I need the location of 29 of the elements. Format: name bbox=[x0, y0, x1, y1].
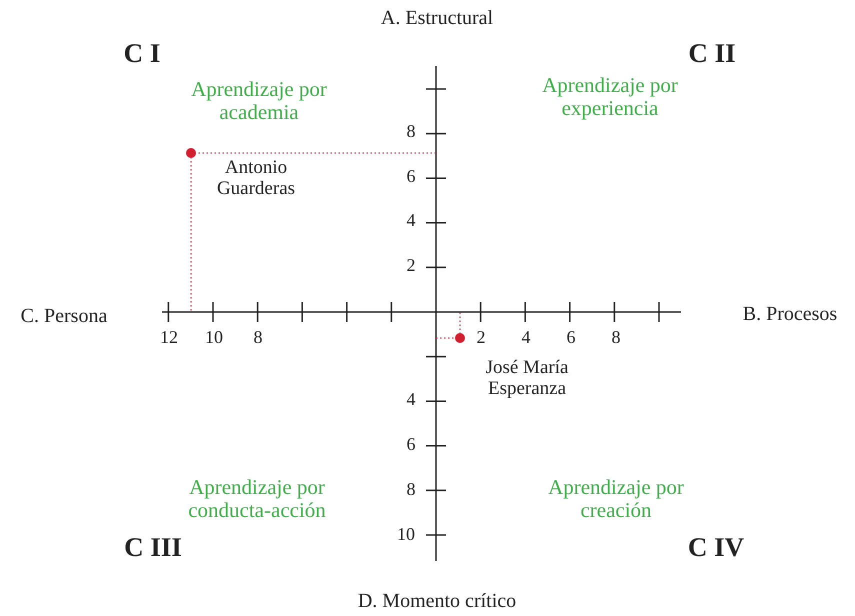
quadrant-label: C III bbox=[124, 533, 182, 563]
tick-label: 2 bbox=[406, 256, 416, 276]
quadrant-description: Aprendizaje por academia bbox=[190, 78, 328, 124]
quadrant-description: Aprendizaje por experiencia bbox=[541, 74, 679, 120]
tick-label: 8 bbox=[406, 480, 416, 500]
tick-label: 4 bbox=[522, 328, 530, 348]
tick-label: 10 bbox=[205, 328, 223, 348]
person-label: José María Esperanza bbox=[472, 358, 582, 400]
quadrant-label: C IV bbox=[688, 533, 744, 563]
person-label: Antonio Guarderas bbox=[201, 158, 311, 200]
tick-label: 12 bbox=[160, 328, 178, 348]
tick-label: 8 bbox=[612, 328, 620, 348]
axis-title: C. Persona bbox=[20, 305, 108, 327]
axis-title: B. Procesos bbox=[742, 303, 838, 325]
tick-label: 2 bbox=[476, 328, 486, 348]
tick-label: 4 bbox=[406, 211, 416, 231]
axis-title: D. Momento crítico bbox=[358, 590, 516, 612]
quadrant-description: Aprendizaje por creación bbox=[547, 476, 685, 522]
quadrant-description: Aprendizaje por conducta-acción bbox=[187, 476, 327, 522]
tick-label: 8 bbox=[406, 122, 416, 142]
quadrant-label: C II bbox=[688, 39, 736, 69]
tick-label: 6 bbox=[406, 435, 416, 455]
tick-label: 4 bbox=[406, 390, 416, 410]
tick-label: 6 bbox=[566, 328, 576, 348]
tick-label: 6 bbox=[406, 167, 416, 187]
quadrant-label: C I bbox=[124, 39, 160, 69]
axis-title: A. Estructural bbox=[380, 7, 494, 29]
tick-label: 8 bbox=[254, 328, 262, 348]
tick-label: 10 bbox=[397, 525, 415, 545]
